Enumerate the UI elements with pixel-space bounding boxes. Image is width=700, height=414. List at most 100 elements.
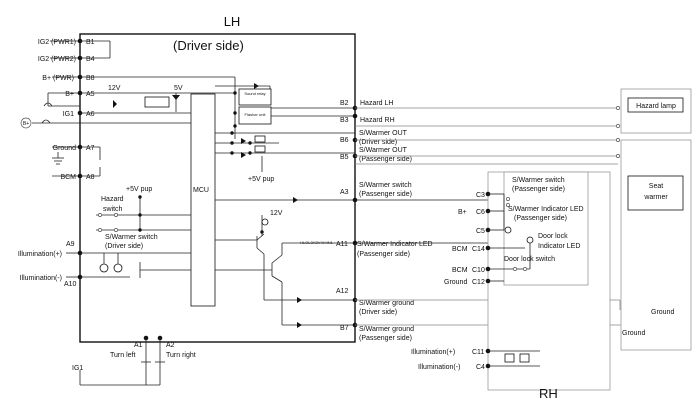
pin-a1: A1 bbox=[134, 342, 143, 349]
out-sw-out-driver-1: S/Warmer OUT bbox=[359, 130, 408, 137]
out-sw-ground-driver-2: (Driver side) bbox=[359, 309, 397, 316]
rh-sw-indicator-1: S/Warmer Indicator LED bbox=[508, 206, 584, 213]
rh-pin-c12: C12 bbox=[472, 279, 485, 286]
rh-pin-c5: C5 bbox=[476, 228, 485, 235]
out-sw-ground-driver-1: S/Warmer ground bbox=[359, 300, 414, 307]
out-sw-ground-pass-2: (Passenger side) bbox=[359, 335, 412, 342]
ground-label: Ground bbox=[53, 145, 76, 152]
lh-subtitle: (Driver side) bbox=[173, 38, 244, 53]
rh-pin-c6: C6 bbox=[476, 209, 485, 216]
hazard-switch bbox=[96, 195, 191, 232]
illum-plus-label: Illumination(+) bbox=[18, 251, 62, 258]
sw-switch-driver-label-2: (Driver side) bbox=[105, 243, 143, 250]
hazard-switch-label-1: Hazard bbox=[101, 196, 124, 203]
rh-illum-minus: Illumination(-) bbox=[418, 364, 460, 371]
pin-a5: A5 bbox=[86, 91, 95, 98]
rh-ground: Ground bbox=[444, 279, 467, 286]
sound-relay-label: Sound relay bbox=[244, 91, 265, 96]
rh-pin-c10: C10 bbox=[472, 267, 485, 274]
pin-b8: B8 bbox=[86, 75, 95, 82]
rh-inner-box bbox=[503, 171, 589, 286]
pin-a11: A11 bbox=[336, 241, 348, 248]
turn-left-label: Turn left bbox=[110, 352, 135, 359]
out-hazard-lh: Hazard LH bbox=[360, 100, 393, 107]
out-sw-out-pass-2: (Passenger side) bbox=[359, 156, 412, 163]
ig2-pwr2-label: IG2 (PWR2) bbox=[38, 56, 76, 63]
bcm-label: BCM bbox=[60, 174, 76, 181]
ground-2-label: Ground bbox=[622, 330, 645, 337]
pin-b7: B7 bbox=[340, 325, 349, 332]
right-output-wiring bbox=[271, 105, 681, 328]
seat-warmer-outer bbox=[620, 139, 692, 351]
pin-b2: B2 bbox=[340, 100, 349, 107]
rh-b-plus: B+ bbox=[458, 209, 467, 216]
lh-title: LH bbox=[224, 14, 241, 29]
pup-5v-right: +5V pup bbox=[248, 176, 274, 183]
pup-5v-left: +5V pup bbox=[126, 186, 152, 193]
pin-a2: A2 bbox=[166, 342, 175, 349]
out-hazard-rh: Hazard RH bbox=[360, 117, 395, 124]
out-sw-switch-pass-2: (Passenger side) bbox=[359, 191, 412, 198]
b-pwr-label: B+ (PWR) bbox=[42, 75, 74, 82]
output-relays bbox=[215, 131, 279, 172]
pin-a7: A7 bbox=[86, 145, 95, 152]
out-sw-indicator-1: S/Warmer Indicator LED bbox=[357, 241, 433, 248]
pin-b6: B6 bbox=[340, 137, 349, 144]
b-plus-terminal bbox=[20, 117, 32, 129]
pin-b4: B4 bbox=[86, 56, 95, 63]
flasher-unit-box bbox=[238, 106, 272, 125]
b-plus-terminal-label: B+ bbox=[23, 121, 29, 127]
pin-a8: A8 bbox=[86, 174, 95, 181]
pin-a9: A9 bbox=[66, 241, 75, 248]
ig1-bottom-label: IG1 bbox=[72, 365, 83, 372]
rh-illum-plus: Illumination(+) bbox=[411, 349, 455, 356]
bus-label: HLOL3H2V4H4N1 bbox=[300, 240, 334, 245]
out-sw-switch-pass-1: S/Warmer switch bbox=[359, 182, 412, 189]
rh-pin-c4: C4 bbox=[476, 364, 485, 371]
rh-sw-indicator-2: (Passenger side) bbox=[514, 215, 567, 222]
flasher-unit-label: Flasher unit bbox=[245, 112, 267, 117]
pin-b5: B5 bbox=[340, 154, 349, 161]
hazard-lamp-label: Hazard lamp bbox=[636, 103, 676, 110]
bottom-wiring bbox=[79, 335, 165, 386]
ig1-label: IG1 bbox=[63, 111, 74, 118]
volt-12v-label: 12V bbox=[108, 85, 121, 92]
turn-right-label: Turn right bbox=[166, 352, 196, 359]
pin-b3: B3 bbox=[340, 117, 349, 124]
seat-warmer-box bbox=[627, 175, 684, 211]
hazard-switch-label-2: switch bbox=[103, 206, 123, 213]
pin-a6: A6 bbox=[86, 111, 95, 118]
pin-a12: A12 bbox=[336, 288, 349, 295]
mcu-label: MCU bbox=[193, 187, 209, 194]
out-sw-out-pass-1: S/Warmer OUT bbox=[359, 147, 408, 154]
hazard-lamp-box bbox=[627, 97, 684, 113]
rh-sw-switch-1: S/Warmer switch bbox=[512, 177, 565, 184]
rh-sw-switch-2: (Passenger side) bbox=[512, 186, 565, 193]
seat-warmer-label-2: warmer bbox=[643, 194, 668, 201]
ground-1-label: Ground bbox=[651, 309, 674, 316]
rh-pin-c3: C3 bbox=[476, 192, 485, 199]
volt-5v-label: 5V bbox=[174, 85, 183, 92]
rh-door-lock-switch: Door lock switch bbox=[504, 256, 555, 263]
out-sw-ground-pass-1: S/Warmer ground bbox=[359, 326, 414, 333]
out-sw-out-driver-2: (Driver side) bbox=[359, 139, 397, 146]
volt-12v-b-label: 12V bbox=[270, 210, 283, 217]
pin-b1: B1 bbox=[86, 39, 95, 46]
out-sw-indicator-2: (Passenger side) bbox=[357, 251, 410, 258]
rh-pin-c14: C14 bbox=[472, 246, 485, 253]
rh-title: RH bbox=[539, 386, 558, 401]
pin-a10: A10 bbox=[64, 281, 77, 288]
sound-relay-box bbox=[238, 88, 272, 106]
seat-warmer-label-1: Seat bbox=[649, 183, 663, 190]
sw-switch-driver-label-1: S/Warmer switch bbox=[105, 234, 158, 241]
rh-door-lock-led-1: Door lock bbox=[538, 233, 568, 240]
lh-unit-box bbox=[79, 33, 356, 343]
ig2-pwr1-label: IG2 (PWR1) bbox=[38, 39, 76, 46]
rh-bcm-2: BCM bbox=[452, 267, 468, 274]
rh-door-lock-led-2: Indicator LED bbox=[538, 243, 580, 250]
rh-internal-wiring bbox=[485, 191, 540, 369]
illumination-circuit bbox=[80, 252, 191, 278]
rh-bcm-1: BCM bbox=[452, 246, 468, 253]
internal-transistors bbox=[215, 197, 355, 328]
